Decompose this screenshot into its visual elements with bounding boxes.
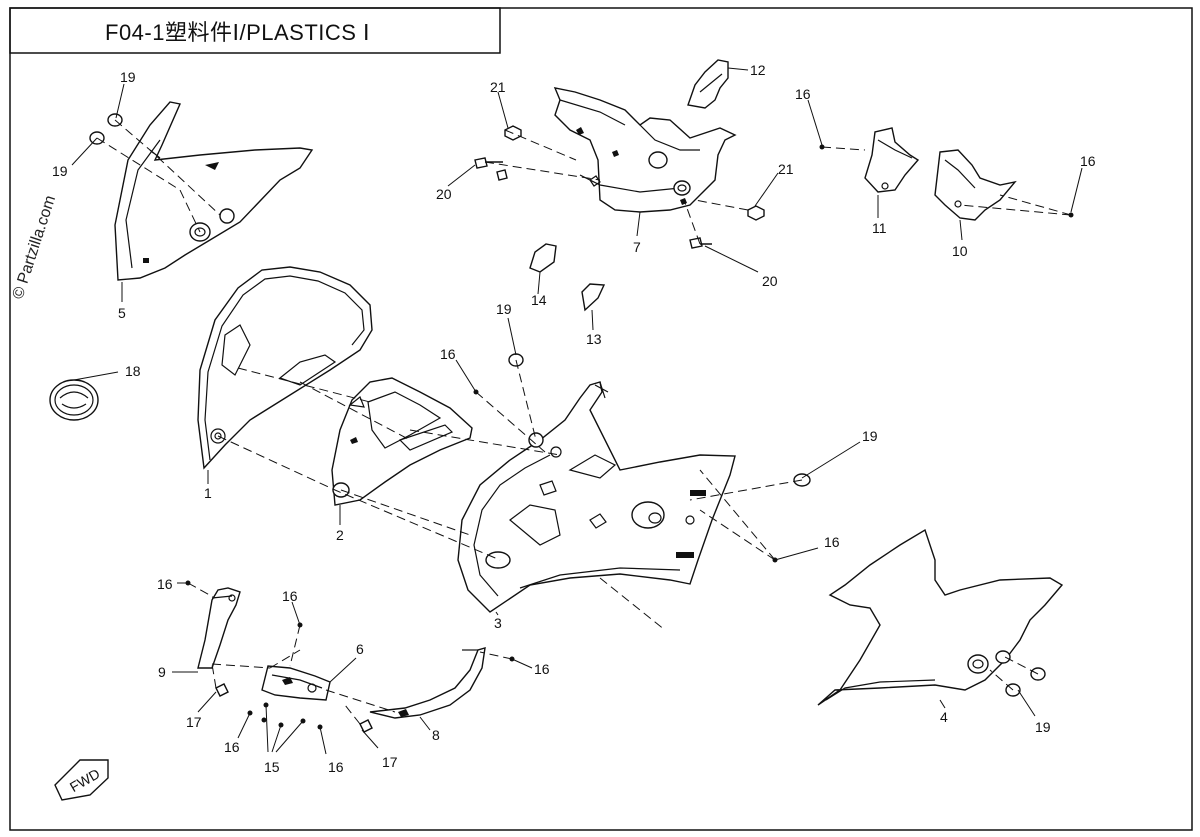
callout-21-right: 21 bbox=[778, 161, 794, 177]
part-8-lower-strip bbox=[369, 647, 486, 719]
callout-16-mid: 16 bbox=[824, 534, 840, 550]
part-11-cover bbox=[864, 127, 920, 193]
callout-16-center: 16 bbox=[440, 346, 456, 362]
leader-lines bbox=[71, 67, 1083, 755]
page-border bbox=[9, 7, 1193, 831]
callout-14: 14 bbox=[531, 292, 547, 308]
callout-9: 9 bbox=[158, 664, 166, 680]
part-10-cover bbox=[934, 149, 1017, 221]
callout-16-strip: 16 bbox=[534, 661, 550, 677]
callout-19-left: 19 bbox=[52, 163, 68, 179]
callout-19-bottom: 19 bbox=[1035, 719, 1051, 735]
callout-13: 13 bbox=[586, 331, 602, 347]
part-6-lower-bracket bbox=[261, 665, 331, 701]
callout-6: 6 bbox=[356, 641, 364, 657]
fwd-arrow-icon: FWD bbox=[54, 759, 109, 801]
callout-20-left: 20 bbox=[436, 186, 452, 202]
part-12-clip bbox=[687, 59, 729, 109]
callout-2: 2 bbox=[336, 527, 344, 543]
part-2-bracket bbox=[331, 377, 473, 506]
callout-16-left: 16 bbox=[157, 576, 173, 592]
callout-16-bottom-b: 16 bbox=[328, 759, 344, 775]
callout-1: 1 bbox=[204, 485, 212, 501]
part-18-emblem bbox=[49, 379, 99, 421]
part-9-bracket bbox=[197, 587, 241, 669]
part-4-side-cover bbox=[817, 528, 1064, 706]
part-5-cover bbox=[114, 101, 314, 281]
callout-20-right: 20 bbox=[762, 273, 778, 289]
callout-labels: 1 2 3 4 5 6 7 8 9 10 11 12 13 14 15 16 1… bbox=[52, 62, 1096, 775]
callout-19-right: 19 bbox=[862, 428, 878, 444]
callout-16-lower: 16 bbox=[282, 588, 298, 604]
callout-16-bottom-a: 16 bbox=[224, 739, 240, 755]
callout-21-left: 21 bbox=[490, 79, 506, 95]
part-13-grommet bbox=[581, 283, 606, 312]
title-box bbox=[9, 7, 501, 54]
diagram-title: F04-1塑料件Ⅰ/PLASTICS Ⅰ bbox=[105, 20, 370, 45]
part-7-inner-panel bbox=[553, 87, 737, 213]
callout-19-top: 19 bbox=[120, 69, 136, 85]
watermark: © Partzilla.com bbox=[10, 193, 59, 301]
callout-11: 11 bbox=[872, 220, 887, 236]
callout-12: 12 bbox=[750, 62, 766, 78]
callout-4: 4 bbox=[940, 709, 948, 725]
callout-3: 3 bbox=[494, 615, 502, 631]
callout-18: 18 bbox=[125, 363, 141, 379]
callout-7: 7 bbox=[633, 239, 641, 255]
callout-5: 5 bbox=[118, 305, 126, 321]
callout-19-center: 19 bbox=[496, 301, 512, 317]
callout-17-right: 17 bbox=[382, 754, 398, 770]
callout-16-right: 16 bbox=[1080, 153, 1096, 169]
callout-16-top: 16 bbox=[795, 86, 811, 102]
part-3-front-fairing bbox=[457, 381, 736, 613]
part-1-windscreen bbox=[197, 266, 373, 470]
callout-8: 8 bbox=[432, 727, 440, 743]
callout-15: 15 bbox=[264, 759, 280, 775]
part-14-grommet bbox=[529, 243, 557, 273]
callout-10: 10 bbox=[952, 243, 968, 259]
callout-17-left: 17 bbox=[186, 714, 202, 730]
